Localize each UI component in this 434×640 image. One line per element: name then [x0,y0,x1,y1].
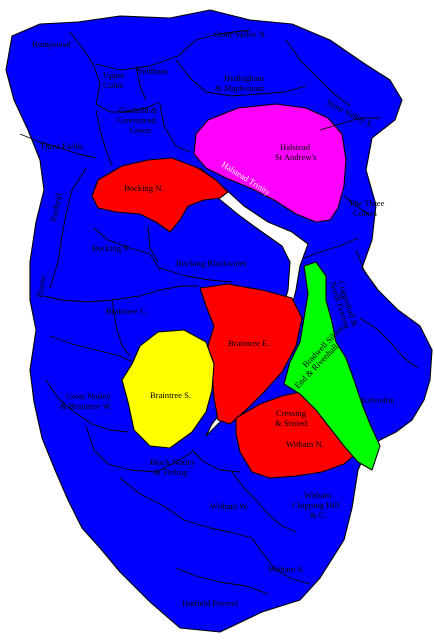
ward-bocking-n[interactable] [91,157,229,233]
label-braintree-c: Braintree C. [106,306,148,316]
label-braintree-s: Braintree S. [150,390,191,400]
label-gosfield: Gosfield & [119,105,158,115]
label-black-notley: Black Notley [150,457,196,467]
label-cressing: Cressing [276,408,307,418]
label-three-fields: Three Fields [40,141,84,151]
label-stour-valley-n: Stour Valley N. [214,29,267,39]
label-gosfield-3: Green [130,125,152,135]
ward-cressing-witham-n[interactable] [235,391,359,479]
label-bocking-s: Bocking S. [92,243,130,253]
label-rayne: Rayne [34,275,48,299]
label-bumpstead: Bumpstead [32,39,71,49]
label-witham-n: Witham N. [286,439,324,449]
label-witham-chipping-2: Chipping Hill [292,500,340,510]
ward-braintree-s[interactable] [121,329,215,449]
label-yeldham: Yeldham [137,66,168,76]
label-the-three-colnes: The Three [349,198,385,208]
label-braintree-e: Braintree E. [228,338,270,348]
label-the-three-colnes-2: Colnes [353,208,378,218]
label-upper-colne: Upper [103,70,125,80]
river-gap [199,167,309,437]
label-cressing-2: & Stisted [275,418,308,428]
label-bocking-n: Bocking N. [124,183,164,193]
label-upper-colne-2: Colne [103,80,124,90]
label-great-notley: Great Notley [66,391,111,401]
label-kelvedon: Kelvedon [361,395,395,405]
label-bocking-blackwater: Bocking Blackwater [176,258,247,268]
ward-braintree-e[interactable] [199,283,303,425]
ward-halstead-st-andrews[interactable] [193,103,347,223]
label-black-notley-2: & Terling [154,467,188,477]
label-witham-w: Witham W. [210,501,249,511]
label-hatfield-peverel: Hatfield Peverel [182,598,239,608]
ward-borders [19,29,419,595]
label-hedingham: Hedingham [224,73,264,83]
label-gosfield-2: Greenstead [117,115,156,125]
label-witham-s: Witham S. [268,564,304,574]
label-witham-chipping: Witham [304,490,332,500]
label-great-notley-2: & Braintree W. [60,401,112,411]
label-witham-chipping-3: & C. [310,510,327,520]
label-halstead-st-andrews-2: St Andrew's [275,152,317,162]
label-hedingham-2: & Maplestead [215,83,264,93]
ward-bradwell[interactable] [283,261,381,471]
label-halstead-st-andrews: Halstead [280,142,311,152]
